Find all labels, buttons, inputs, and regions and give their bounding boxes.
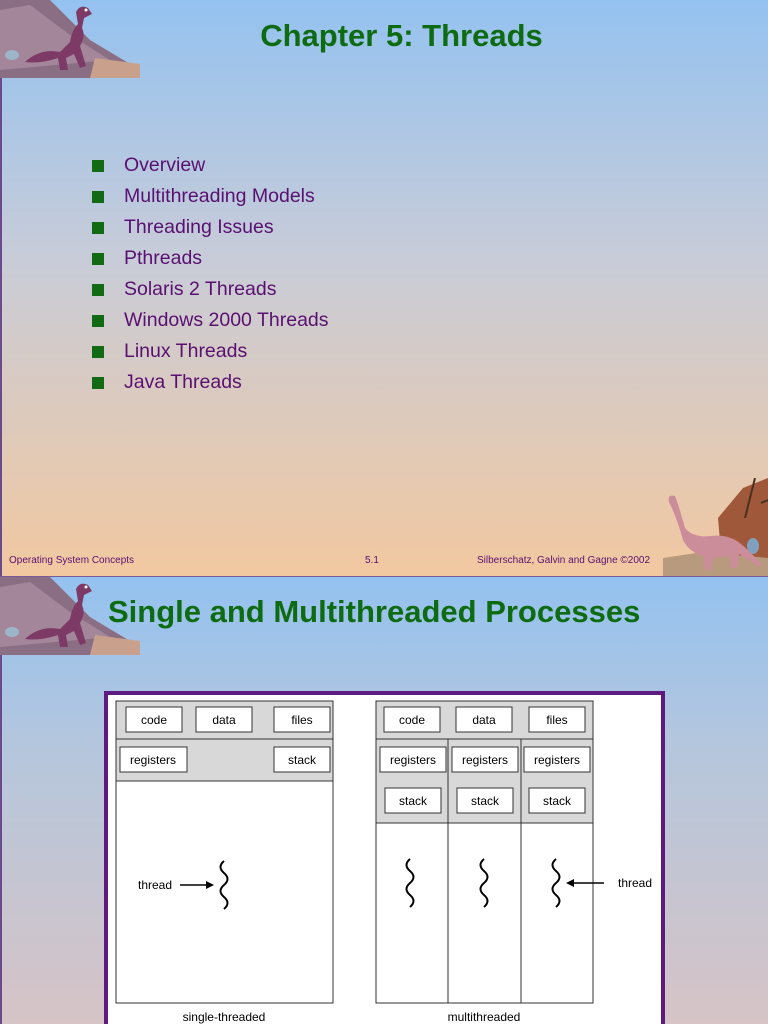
multi-registers-label: registers	[390, 753, 436, 767]
list-item: Linux Threads	[92, 336, 329, 367]
slide-border	[0, 577, 2, 1024]
square-bullet-icon	[92, 376, 104, 389]
single-data-box	[195, 706, 253, 733]
multi-registers-label: registers	[534, 753, 580, 767]
thread-squiggle-icon	[551, 858, 561, 908]
square-bullet-icon	[92, 190, 104, 203]
multi-stack-label: stack	[543, 794, 572, 808]
list-item: Windows 2000 Threads	[92, 305, 329, 336]
footer-authors: Silberschatz, Galvin and Gagne ©2002	[477, 555, 651, 566]
dinosaur-logo-icon	[0, 577, 140, 655]
single-code-box	[125, 706, 183, 733]
thread-squiggle-icon	[405, 858, 415, 908]
single-files-box	[273, 706, 331, 733]
dinosaur-logo-icon	[0, 0, 140, 78]
single-stack-box	[273, 746, 331, 773]
list-item: Overview	[92, 150, 329, 181]
slide-single-multithreaded: Single and Multithreaded Processes code …	[0, 577, 768, 1024]
bullet-list: Overview Multithreading Models Threading…	[92, 150, 329, 398]
footer-book-title: Operating System Concepts	[9, 555, 135, 566]
square-bullet-icon	[92, 314, 104, 327]
single-code-label: code	[141, 713, 167, 727]
multi-thread-label: thread	[618, 876, 652, 890]
square-bullet-icon	[92, 345, 104, 358]
slide-title: Chapter 5: Threads	[260, 18, 543, 53]
multi-stack-label: stack	[399, 794, 428, 808]
square-bullet-icon	[92, 283, 104, 296]
process-diagram: code data files registers stack thread s…	[104, 691, 665, 1024]
square-bullet-icon	[92, 159, 104, 172]
multi-registers-label: registers	[462, 753, 508, 767]
brontosaurus-icon	[663, 478, 768, 576]
single-stack-label: stack	[288, 753, 317, 767]
single-thread-squiggle-icon	[219, 860, 229, 910]
slide-border	[0, 0, 2, 576]
list-item: Pthreads	[92, 243, 329, 274]
multi-caption: multithreaded	[448, 1010, 521, 1024]
multi-files-box	[528, 706, 586, 733]
footer-page-number: 5.1	[365, 555, 379, 566]
multi-code-box	[383, 706, 441, 733]
list-item: Threading Issues	[92, 212, 329, 243]
multi-stack-label: stack	[471, 794, 500, 808]
single-files-label: files	[291, 713, 312, 727]
square-bullet-icon	[92, 221, 104, 234]
single-caption: single-threaded	[183, 1010, 266, 1024]
multi-code-label: code	[399, 713, 425, 727]
multi-registers-box-3	[523, 746, 591, 773]
multi-stack-box-3	[528, 787, 586, 814]
list-item: Java Threads	[92, 367, 329, 398]
single-data-label: data	[212, 713, 236, 727]
multi-registers-box-2	[451, 746, 519, 773]
single-thread-label: thread	[138, 878, 172, 892]
slide-chapter-5-threads: Chapter 5: Threads Overview Multithreadi…	[0, 0, 768, 576]
multi-data-label: data	[472, 713, 496, 727]
slide-title: Single and Multithreaded Processes	[108, 594, 641, 629]
multi-stack-box-1	[384, 787, 442, 814]
multi-stack-box-2	[456, 787, 514, 814]
multi-registers-box-1	[379, 746, 447, 773]
single-registers-label: registers	[130, 753, 176, 767]
multi-files-label: files	[546, 713, 567, 727]
list-item: Multithreading Models	[92, 181, 329, 212]
thread-squiggle-icon	[479, 858, 489, 908]
single-registers-box	[119, 746, 188, 773]
multi-data-box	[455, 706, 513, 733]
square-bullet-icon	[92, 252, 104, 265]
list-item: Solaris 2 Threads	[92, 274, 329, 305]
